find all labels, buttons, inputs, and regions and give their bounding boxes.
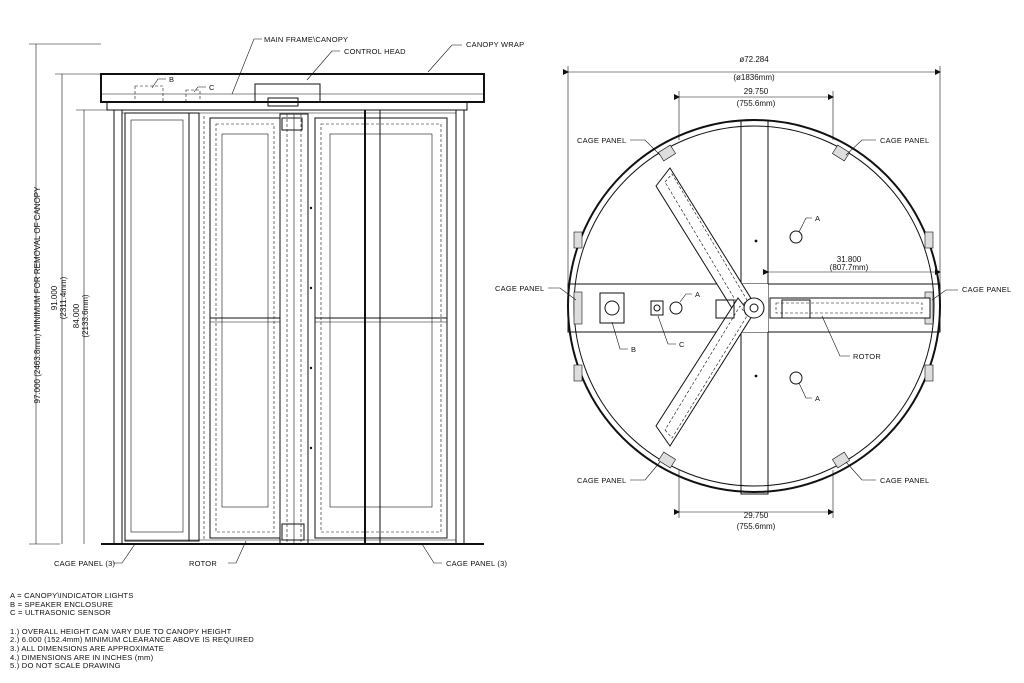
label-plan-c: C <box>679 340 685 349</box>
note-line: 1.) OVERALL HEIGHT CAN VARY DUE TO CANOP… <box>10 626 232 636</box>
control-head <box>254 83 321 103</box>
ultrasonic-sensor-plan <box>650 300 664 316</box>
legend-line: B = SPEAKER ENCLOSURE <box>10 599 114 609</box>
label-cage-panel-bottom-left: CAGE PANEL <box>577 476 626 485</box>
label-plan-a-mid: A <box>695 290 700 299</box>
dim-radius-in: 31.800 <box>837 255 862 264</box>
indicator-light-mid <box>669 301 683 315</box>
note-line: 5.) DO NOT SCALE DRAWING <box>10 661 121 671</box>
legend-line: A = CANOPY\INDICATOR LIGHTS <box>10 591 134 600</box>
speaker-enclosure-plan <box>599 292 625 324</box>
legend-line: C = ULTRASONIC SENSOR <box>10 608 111 618</box>
label-cage-panel-mid-left: CAGE PANEL <box>495 284 544 293</box>
dim-84-mm: (2133.6mm) <box>81 294 90 337</box>
dim-91-mm: (2311.4mm) <box>59 276 68 319</box>
label-front-rotor: ROTOR <box>189 559 217 568</box>
rotor-wing-lower <box>655 297 753 447</box>
speaker-enclosure <box>134 85 164 103</box>
label-canopy-wrap: CANOPY WRAP <box>466 40 524 49</box>
cage-panel-left <box>124 112 190 542</box>
label-main-frame-canopy: MAIN FRAME\CANOPY <box>264 35 348 44</box>
front-elevation <box>29 43 485 545</box>
door-leaf-right <box>314 117 448 539</box>
note-line: 4.) DIMENSIONS ARE IN INCHES (mm) <box>10 652 154 662</box>
label-plan-b: B <box>631 345 636 354</box>
dim-top-width-in: 29.750 <box>744 87 769 96</box>
label-plan-a-bottom: A <box>815 394 820 403</box>
ultrasonic-sensor <box>185 89 201 103</box>
dim-radius-mm: (807.7mm) <box>830 263 869 272</box>
rotor-wing-right <box>769 297 931 319</box>
label-cage-panel-3-left: CAGE PANEL (3) <box>54 559 115 568</box>
label-cage-panel-3-right: CAGE PANEL (3) <box>446 559 507 568</box>
dim-bottom-width-mm: (755.6mm) <box>737 522 776 531</box>
label-front-c: C <box>209 83 215 92</box>
note-line: 3.) ALL DIMENSIONS ARE APPROXIMATE <box>10 643 165 653</box>
dim-84-in: 84.000 <box>72 303 81 328</box>
note-line: 2.) 6.000 (152.4mm) MINIMUM CLEARANCE AB… <box>10 635 254 645</box>
label-plan-a-top: A <box>815 214 820 223</box>
dim-diameter-mm: (ø1836mm) <box>733 73 775 82</box>
indicator-light-bottom <box>789 371 803 385</box>
dim-diameter-in: ø72.284 <box>739 55 769 64</box>
dim-97-overall: 97.000 (2463.8mm) MINIMUM FOR REMOVAL OF… <box>33 186 42 404</box>
label-plan-rotor: ROTOR <box>853 352 881 361</box>
rotor-wing-upper <box>655 167 753 319</box>
label-front-b: B <box>169 75 174 84</box>
legend-and-notes: A = CANOPY\INDICATOR LIGHTS B = SPEAKER … <box>10 591 410 671</box>
label-cage-panel-top-left: CAGE PANEL <box>577 136 626 145</box>
label-cage-panel-bottom-right: CAGE PANEL <box>880 476 929 485</box>
dim-bottom-width-in: 29.750 <box>744 511 769 520</box>
door-leaf-left <box>209 117 281 539</box>
label-control-head: CONTROL HEAD <box>344 47 406 56</box>
indicator-light-top <box>789 230 803 244</box>
left-post <box>113 109 123 545</box>
label-cage-panel-mid-right: CAGE PANEL <box>962 285 1011 294</box>
right-post <box>455 109 465 545</box>
label-cage-panel-top-right: CAGE PANEL <box>880 136 929 145</box>
rotor-hub <box>743 297 765 319</box>
dim-91-in: 91.000 <box>50 285 59 310</box>
plan-view <box>563 66 941 518</box>
dim-top-width-mm: (755.6mm) <box>737 99 776 108</box>
